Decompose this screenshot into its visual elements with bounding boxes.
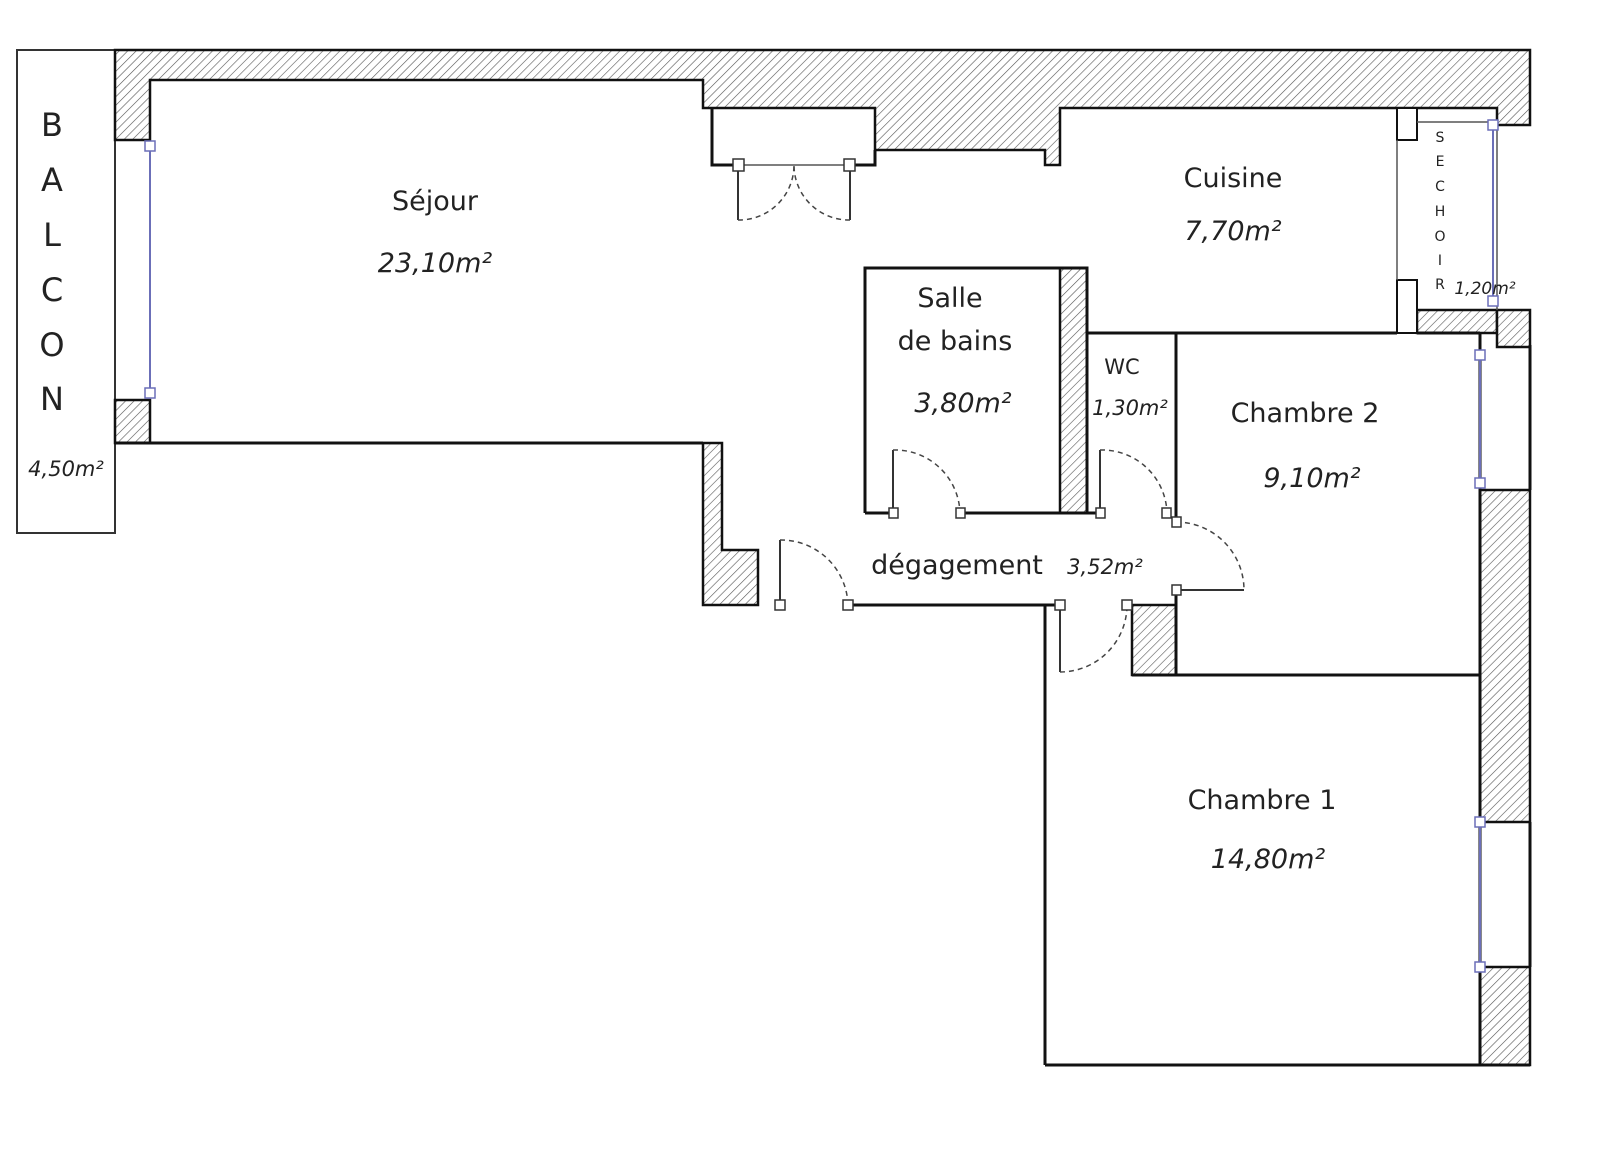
interior-lines xyxy=(115,107,1532,1067)
sechoir-letter: I xyxy=(1438,253,1442,269)
sechoir-bottom-wall xyxy=(1415,308,1499,335)
bathroom-wall xyxy=(1058,266,1089,515)
chambre-corner-wall xyxy=(1130,603,1178,677)
cuisine-label: Cuisine xyxy=(1184,163,1283,194)
right-wall-lower xyxy=(1478,965,1532,1067)
sechoir-letter: H xyxy=(1435,204,1446,220)
bathroom-area: 3,80m² xyxy=(914,388,1011,419)
sechoir-letter: O xyxy=(1434,229,1445,245)
sechoir-letter: S xyxy=(1436,130,1445,146)
sechoir-label: S E C H O I R xyxy=(1434,130,1445,293)
sejour-label: Séjour xyxy=(392,186,479,217)
balcon-letter: L xyxy=(43,216,61,254)
sejour-corner-wall xyxy=(701,441,760,607)
balcon-letter: A xyxy=(41,161,63,199)
sechoir-area: 1,20m² xyxy=(1454,279,1515,299)
balcon-label: B A L C O N xyxy=(39,106,64,418)
cuisine-area: 7,70m² xyxy=(1184,216,1281,247)
doors[interactable] xyxy=(732,158,1245,673)
balcon-letter: O xyxy=(39,326,64,364)
chambre1-door[interactable] xyxy=(1054,599,1133,673)
entry-double-door[interactable] xyxy=(732,158,856,221)
balcon-letter: B xyxy=(41,106,63,144)
chambre1-area: 14,80m² xyxy=(1211,844,1326,875)
entrance-door[interactable] xyxy=(774,539,854,611)
wc-label: WC xyxy=(1104,355,1139,379)
balcony xyxy=(16,49,116,534)
chambre2-label: Chambre 2 xyxy=(1231,398,1380,429)
chambre2-door[interactable] xyxy=(1171,516,1245,596)
wc-door[interactable] xyxy=(1095,449,1172,519)
sejour-area: 23,10m² xyxy=(378,248,493,279)
degagement-area: 3,52m² xyxy=(1067,555,1143,579)
chambre1-label: Chambre 1 xyxy=(1188,785,1337,816)
sechoir-letter: R xyxy=(1435,277,1445,293)
right-wall-middle xyxy=(1478,488,1532,824)
right-wall-corner xyxy=(1495,308,1532,349)
balcon-letter: N xyxy=(40,380,64,418)
sechoir-letter: E xyxy=(1436,154,1445,170)
top-wall xyxy=(113,48,1532,167)
left-wall-lower xyxy=(113,398,152,445)
degagement-label: dégagement xyxy=(871,550,1043,581)
bathroom-door[interactable] xyxy=(888,449,966,519)
wc-area: 1,30m² xyxy=(1092,396,1168,420)
windows xyxy=(144,119,1499,973)
bathroom-label-line1: Salle xyxy=(917,283,982,314)
chambre2-area: 9,10m² xyxy=(1263,463,1360,494)
balcon-letter: C xyxy=(41,271,63,309)
balcon-area: 4,50m² xyxy=(28,457,104,481)
bathroom-label-line2: de bains xyxy=(898,326,1013,357)
sechoir-letter: C xyxy=(1435,179,1445,195)
